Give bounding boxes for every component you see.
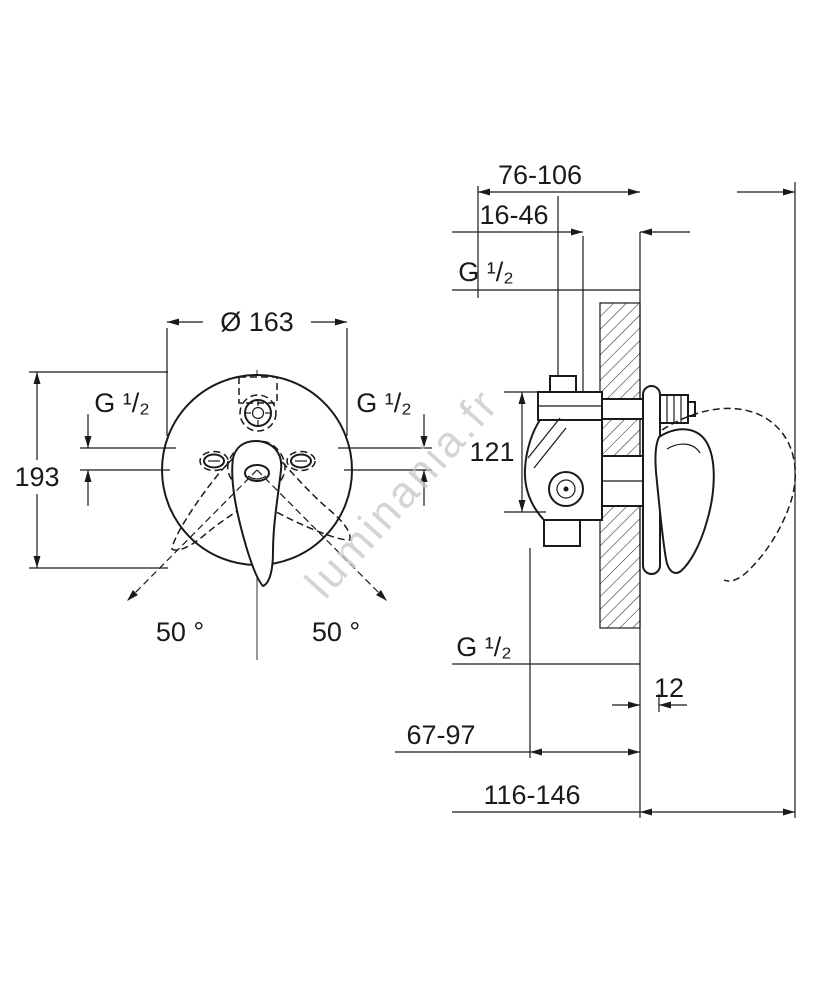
dim-swing-right: 50 °	[256, 469, 388, 647]
dim-thread-top: G ¹/₂	[452, 257, 640, 291]
dim-body-height: 121	[469, 391, 546, 513]
lever-handle-side	[654, 428, 715, 574]
dim-thread-bottom: G ¹/₂	[452, 632, 640, 665]
dim-thread-left: G ¹/₂	[80, 388, 176, 506]
body-detail-line-2	[533, 427, 567, 469]
dim-trim-clearance: 12	[612, 673, 687, 712]
dim-seal-depth: 16-46	[452, 200, 690, 236]
handle-button-detail	[247, 475, 267, 480]
thread-bottom-label: G ¹/₂	[456, 632, 511, 662]
front-thread-left-label: G ¹/₂	[94, 388, 149, 418]
handle-side-swing-dashed	[661, 407, 796, 582]
swing-angle-left-label: 50 °	[156, 617, 204, 647]
handle-side-detail	[666, 443, 701, 454]
body-detail-line-1	[527, 417, 561, 459]
thread-top-label: G ¹/₂	[458, 257, 513, 287]
cartridge-screw-center	[563, 486, 569, 492]
front-diameter-label: Ø 163	[220, 307, 294, 337]
lever-handle-front	[231, 439, 283, 588]
cartridge-screw-inner	[556, 479, 576, 499]
dim-outlet-depth: 67-97	[395, 548, 640, 758]
dim-height-193: 193	[14, 371, 168, 569]
handle-swing-silhouette-right	[227, 441, 351, 541]
lower-connection-port	[543, 519, 581, 547]
side-view	[523, 196, 796, 818]
pipe-stub	[549, 375, 577, 393]
screw-port-left	[199, 450, 229, 472]
trim-clearance-label: 12	[654, 673, 684, 703]
rough-in-depth-label: 76-106	[498, 160, 582, 190]
diverter-knob	[239, 394, 277, 432]
outlet-depth-label: 67-97	[406, 720, 475, 750]
dim-thread-right: G ¹/₂	[338, 388, 432, 506]
dim-total-projection: 116-146	[452, 780, 795, 816]
side-dimensions: 76-106 16-46 G ¹/₂ 121 G ¹/₂ 12	[395, 160, 796, 818]
front-height-label: 193	[14, 462, 59, 492]
front-dimensions: Ø 163 G ¹/₂ G ¹/₂ 193 50 °	[14, 307, 432, 647]
dim-diameter: Ø 163	[166, 307, 348, 436]
front-thread-right-label: G ¹/₂	[356, 388, 411, 418]
body-height-label: 121	[469, 437, 514, 467]
dim-rough-in-depth: 76-106	[477, 160, 795, 298]
handle-swing-silhouette-left	[171, 440, 286, 551]
dim-swing-left: 50 °	[126, 469, 258, 647]
seal-depth-label: 16-46	[479, 200, 548, 230]
swing-angle-right-label: 50 °	[312, 617, 360, 647]
handle-button	[244, 464, 270, 482]
cartridge-screw-outer	[548, 471, 584, 507]
total-projection-label: 116-146	[483, 780, 580, 810]
screw-port-right	[286, 450, 316, 472]
